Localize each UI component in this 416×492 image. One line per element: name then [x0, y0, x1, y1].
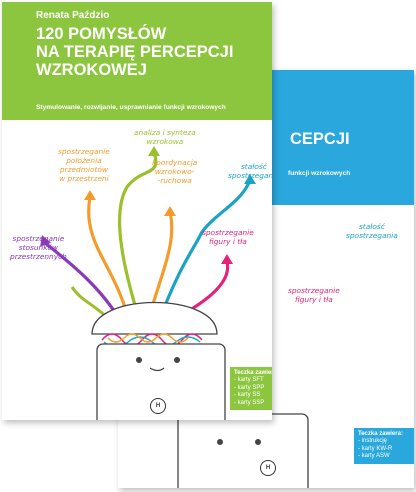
back-contents-item: - karty ASW [358, 453, 390, 460]
back-cover-title: CEPCJI [290, 130, 414, 148]
back-contents-item: - instrukcję [358, 438, 388, 445]
back-character-left-eye [217, 439, 223, 445]
arrow-head-purple [40, 235, 52, 247]
front-contents-box: Teczka zawiera: - karty SFT - karty SPP … [230, 367, 272, 411]
arrow-orange-short [148, 211, 174, 315]
arrow-purple [42, 240, 122, 321]
label-koordynacja: koordynacja wzrokowo- -ruchowa [152, 158, 198, 185]
back-cover-subtitle: funkcji wzrokowych [288, 170, 351, 177]
back-contents-box: Teczka zawiera: - instrukcję - karty KW-… [354, 428, 414, 464]
arrow-head-pink [221, 254, 233, 264]
book-title-line: WZROKOWEJ [36, 61, 147, 79]
arrow-orange [87, 196, 129, 315]
label-analiza-synteza: analiza i synteza wzrokowa [134, 128, 196, 146]
arrow-head-teal [244, 174, 256, 184]
book-subtitle: Stymulowanie, rozwijanie, usprawnianie f… [36, 104, 226, 111]
arrow-head-orange-short [164, 206, 176, 216]
label-stosunki-przestrzenne: spostrzeganie stosunków przestrzennych [10, 234, 67, 261]
front-contents-item: - karty SSP [234, 399, 265, 406]
book-title-line: 120 POMYSŁÓW [36, 25, 167, 43]
book-title: 120 POMYSŁÓW NA TERAPIĘ PERCEPCJI WZROKO… [36, 25, 266, 79]
back-contents-heading: Teczka zawiera: [358, 431, 403, 437]
label-figury-tla: spostrzeganie figury i tła [202, 228, 254, 246]
label-polozenie-przedmiotow: spostrzeganie położenia przedmiotów w pr… [58, 147, 110, 183]
character-left-eye [136, 357, 142, 363]
character-mouth [149, 367, 165, 372]
back-character-right-eye [255, 439, 261, 445]
back-character-head [177, 413, 309, 488]
front-contents-item: - karty SFT [234, 377, 264, 384]
back-title-fragment: CEPCJI [290, 130, 350, 148]
arrow-teal [158, 179, 252, 319]
front-contents-heading: Teczka zawiera: [234, 370, 272, 376]
book-author: Renata Paździo [36, 10, 110, 21]
back-label-stalosc: stałość spostrzegania [346, 222, 398, 240]
front-contents-item: - karty SS [234, 392, 261, 399]
character-head [96, 343, 226, 420]
front-publisher-logo: H [150, 398, 166, 414]
arrow-olive [117, 151, 158, 313]
front-contents-item: - karty SPP [234, 384, 265, 391]
character-dome [91, 301, 218, 335]
arrow-head-olive [148, 146, 160, 156]
thread-scribble [107, 333, 189, 343]
book-title-line: NA TERAPIĘ PERCEPCJI [36, 43, 234, 61]
arrow-head-orange [84, 190, 96, 200]
front-cover-green-band [2, 2, 272, 120]
back-contents-item: - karty KW-R [358, 445, 393, 452]
back-publisher-logo: H [260, 460, 276, 476]
label-stalosc-spostrzegania: stałość spostrzegania [228, 162, 272, 180]
front-book-cover: Renata Paździo 120 POMYSŁÓW NA TERAPIĘ P… [2, 2, 272, 420]
front-cover-illustration [40, 146, 256, 420]
character-right-eye [174, 357, 180, 363]
back-label-figury: spostrzeganie figury i tła [288, 286, 340, 304]
